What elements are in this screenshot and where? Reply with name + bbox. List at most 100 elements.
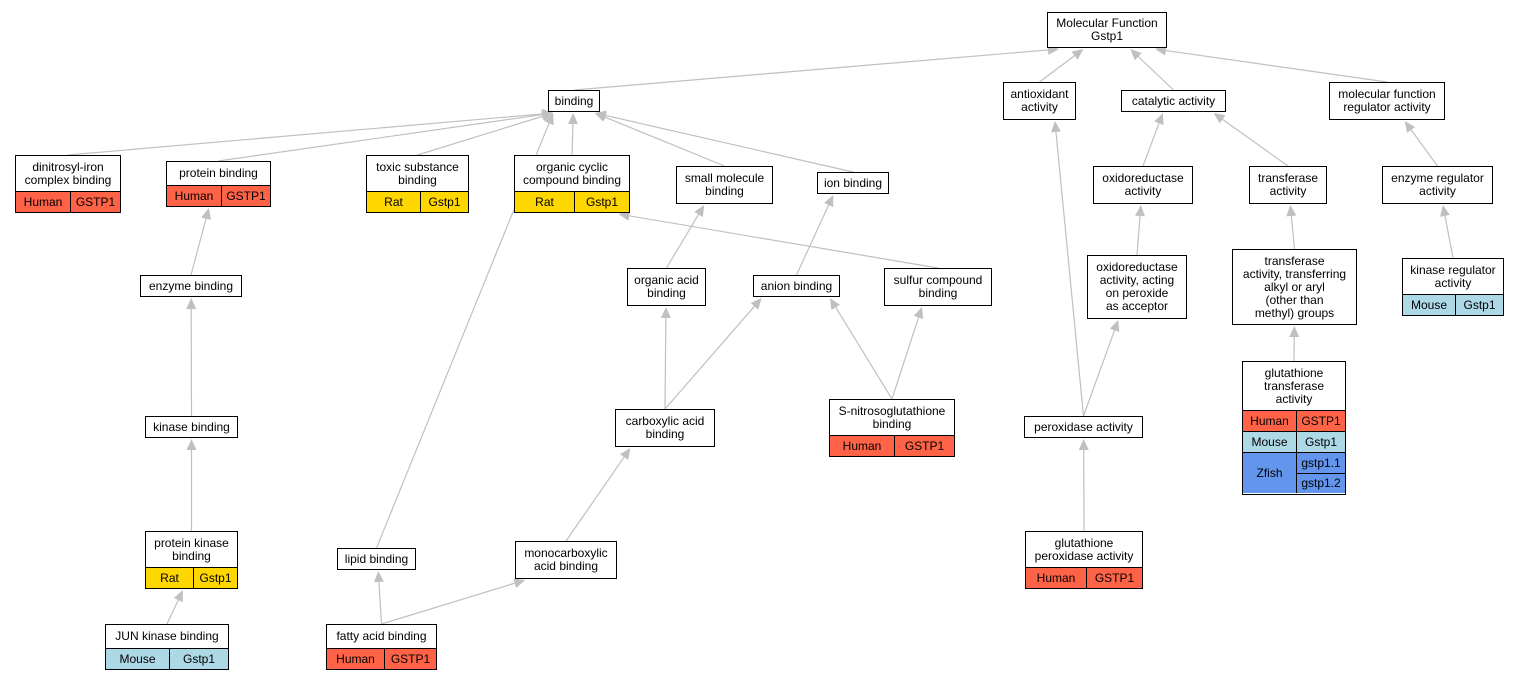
arrowhead-catalytic xyxy=(1154,113,1164,126)
node-title: enzyme binding xyxy=(141,276,241,296)
species-label: Mouse xyxy=(119,651,156,666)
go-term-node-lipid[interactable]: lipid binding xyxy=(337,548,416,570)
node-title-line: binding xyxy=(647,286,686,300)
arrowhead-binding xyxy=(541,111,554,122)
arrowhead-oxidoperox xyxy=(1109,320,1120,333)
arrowhead-orgacid xyxy=(660,307,671,319)
species-label: Rat xyxy=(160,570,179,585)
arrowhead-enzbind xyxy=(186,298,197,310)
go-term-node-peroxidase[interactable]: peroxidase activity xyxy=(1024,416,1143,438)
node-title-line: molecular function xyxy=(1338,87,1436,101)
gene-label: Gstp1 xyxy=(1296,432,1345,452)
node-title: binding xyxy=(549,91,599,111)
node-title: catalytic activity xyxy=(1122,91,1225,111)
go-term-node-anion[interactable]: anion binding xyxy=(753,275,840,297)
node-title-line: Molecular Function xyxy=(1056,16,1158,30)
node-title-line: antioxidant xyxy=(1010,87,1069,101)
arrowhead-anion xyxy=(750,298,762,310)
node-title-line: protein kinase xyxy=(154,535,229,550)
gene-label: GSTP1 xyxy=(70,192,120,212)
node-title-line: activity, acting xyxy=(1099,273,1175,287)
node-title-line: kinase regulator xyxy=(1410,262,1496,277)
node-title-line: activity xyxy=(1275,391,1313,406)
node-title-line: Gstp1 xyxy=(1090,29,1123,43)
species-label: Human xyxy=(842,438,882,453)
edge-junkin-to-protkin xyxy=(166,599,179,625)
edge-sulfur-to-orgcyclic xyxy=(629,215,939,269)
species-label: Rat xyxy=(384,194,403,209)
go-term-node-binding[interactable]: binding xyxy=(548,90,600,112)
node-title: ion binding xyxy=(818,173,888,193)
edge-orgcyclic-to-binding xyxy=(571,123,574,156)
arrowhead-carboxy xyxy=(619,448,631,460)
go-term-node-ionbind[interactable]: ion binding xyxy=(817,172,889,194)
edge-smallmol-to-binding xyxy=(604,116,725,167)
edge-transferase-to-catalytic xyxy=(1222,118,1289,167)
node-title-line: as acceptor xyxy=(1105,299,1169,313)
node-title-line: binding xyxy=(645,427,685,441)
gene-label: Gstp1 xyxy=(1455,295,1503,315)
node-title-line: on peroxide xyxy=(1105,286,1169,300)
edge-carboxy-to-anion xyxy=(664,305,755,410)
edge-binding-to-mf xyxy=(573,49,1049,91)
node-title-line: alkyl or aryl xyxy=(1264,279,1325,294)
node-title-line: dinitrosyl-iron xyxy=(32,159,104,174)
node-title-line: activity xyxy=(1124,184,1162,198)
go-term-node-kinbind[interactable]: kinase binding xyxy=(145,416,238,438)
node-title: JUN kinase binding xyxy=(106,625,228,648)
node-title: protein binding xyxy=(167,162,270,185)
go-term-node-catalytic[interactable]: catalytic activity xyxy=(1121,90,1226,112)
node-title-line: binding xyxy=(172,548,211,563)
arrowhead-peroxidase xyxy=(1078,439,1089,451)
node-title-line: regulator activity xyxy=(1343,100,1431,114)
arrowhead-mf xyxy=(1130,49,1142,61)
node-title-line: ion binding xyxy=(823,175,883,190)
go-term-node-enzbind[interactable]: enzyme binding xyxy=(140,275,242,297)
arrowhead-antioxidant xyxy=(1050,121,1061,133)
node-title-line: lipid binding xyxy=(344,551,409,566)
arrowhead-orgcyclic xyxy=(618,210,631,221)
edge-oxido-to-catalytic xyxy=(1142,123,1160,167)
gene-label: gstp1.1 xyxy=(1301,455,1341,470)
node-title-line: enzyme binding xyxy=(148,278,234,293)
gene-label: GSTP1 xyxy=(1296,411,1345,431)
arrowhead-binding xyxy=(594,110,607,121)
node-title-line: kinase binding xyxy=(153,419,230,434)
node-title-line: toxic substance xyxy=(376,159,459,174)
node-title-line: JUN kinase binding xyxy=(115,629,219,643)
